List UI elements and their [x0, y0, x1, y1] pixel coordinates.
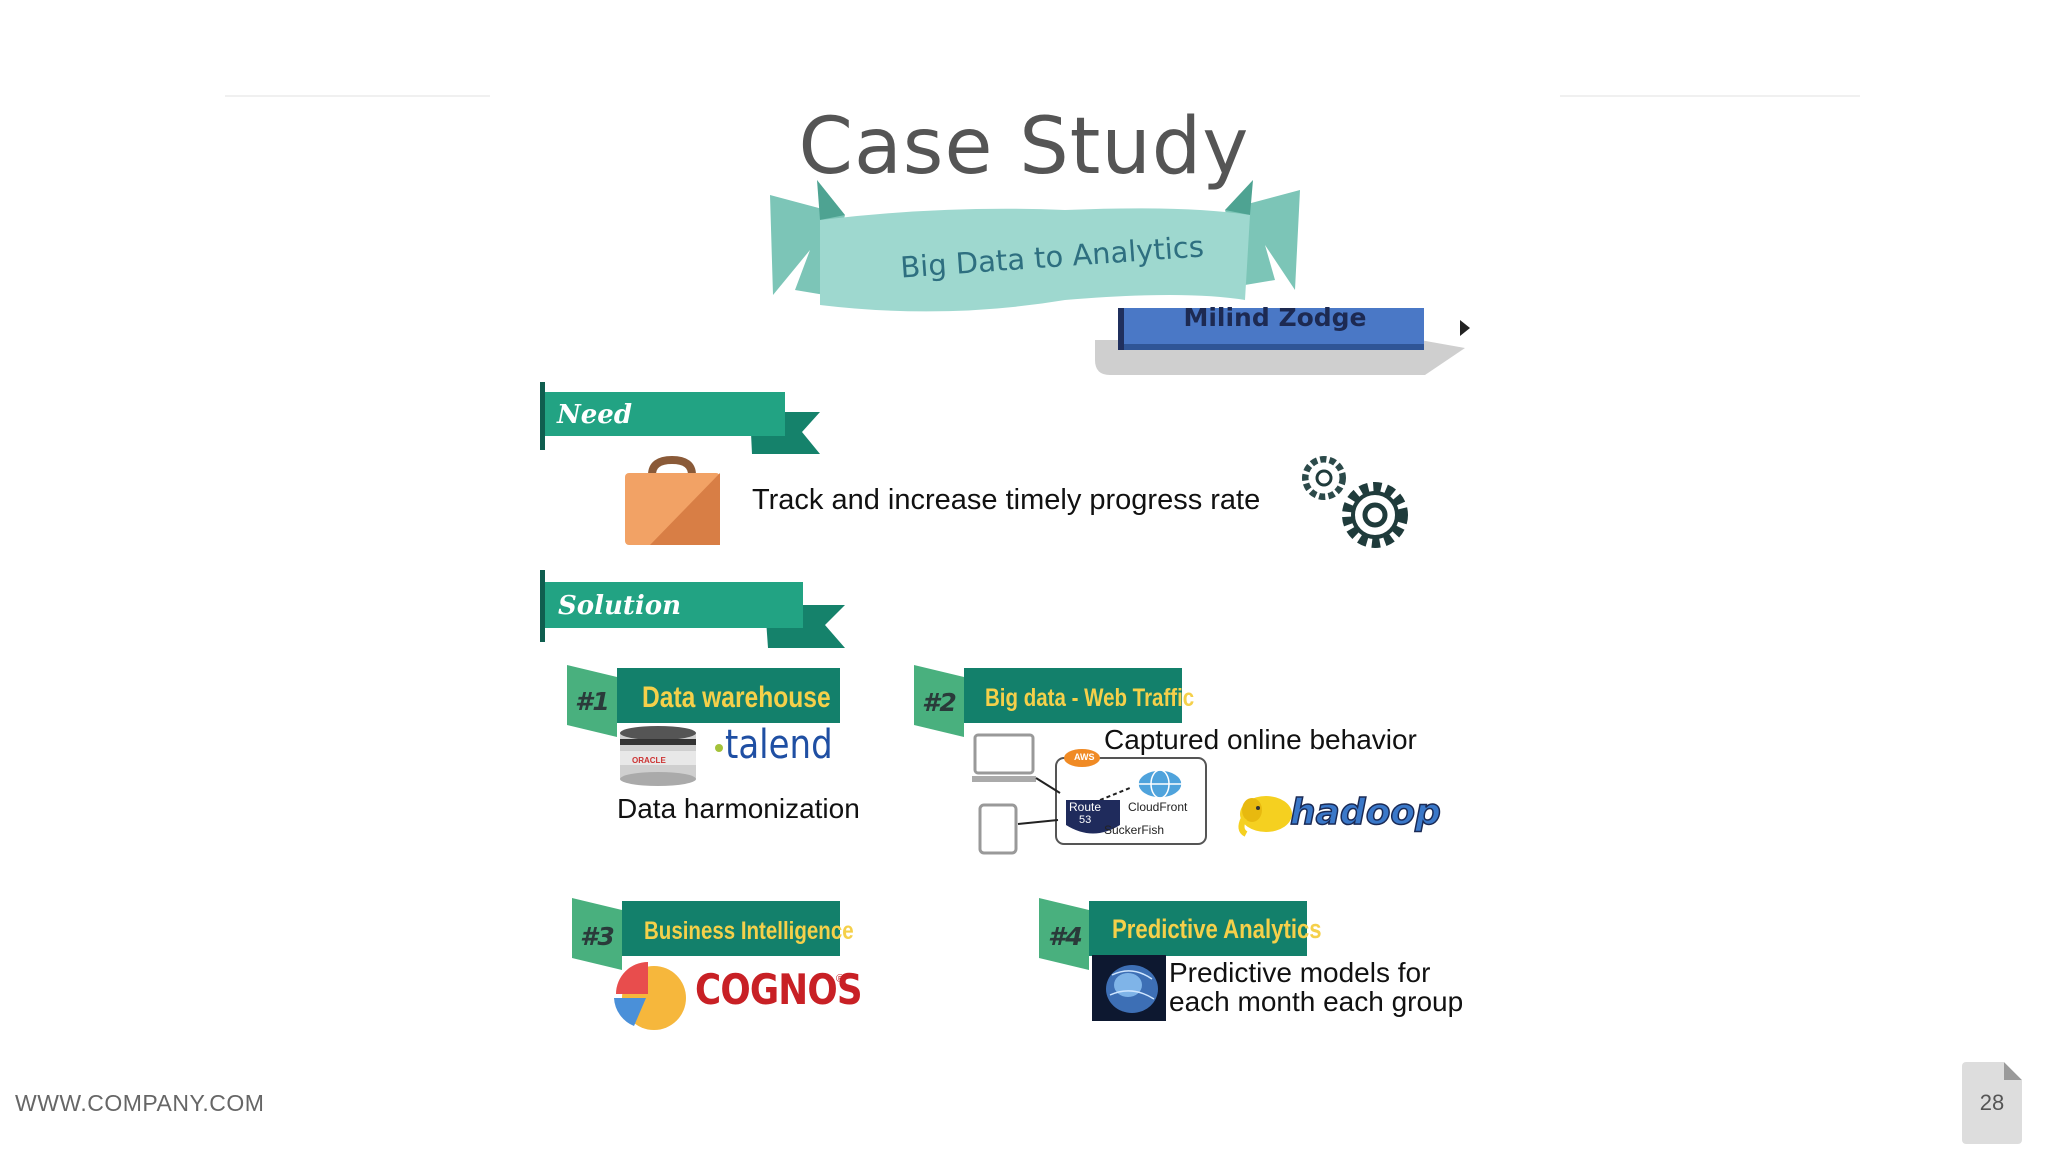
cognos-logo: COGNOS: [695, 965, 863, 1014]
route-label: Route: [1069, 800, 1102, 814]
database-icon: [620, 726, 696, 786]
top-rule-left: [225, 95, 490, 97]
pie-chart-icon: [614, 962, 686, 1030]
tag-3-title: Business Intelligence: [644, 917, 854, 945]
tag-2-banner: [914, 665, 1182, 737]
tag-4-title: Predictive Analytics: [1112, 914, 1322, 944]
tag-3-number: #3: [580, 922, 615, 951]
subtitle-ribbon: [770, 180, 1300, 312]
page-number: 28: [1979, 1090, 2005, 1115]
tag-2-title: Big data - Web Traffic: [985, 684, 1195, 712]
talend-logo: talend: [725, 722, 833, 768]
tag-1-banner: [567, 665, 840, 737]
gears-icon: [1302, 456, 1408, 548]
tag-1-caption: Data harmonization: [617, 793, 860, 824]
brain-image-icon: [1092, 955, 1166, 1021]
author-name: Milind Zodge: [1183, 303, 1367, 332]
cloudfront-label: CloudFront: [1128, 800, 1188, 814]
tag-2-number: #2: [922, 688, 957, 717]
slide-title: Case Study: [798, 102, 1250, 192]
briefcase-icon: [625, 455, 720, 545]
tag-4-caption-line2: each month each group: [1169, 986, 1464, 1017]
talend-dot: [715, 744, 723, 752]
top-rule-right: [1560, 95, 1860, 97]
page-corner-fold: [2004, 1062, 2022, 1080]
web-traffic-diagram: [972, 733, 1207, 855]
cognos-registered-mark: ®: [836, 973, 845, 985]
oracle-label: ORACLE: [632, 756, 666, 765]
tag-4-banner: [1039, 898, 1307, 970]
need-banner: [540, 382, 820, 454]
tag-3-banner: [572, 898, 840, 970]
hadoop-elephant-icon: [1238, 796, 1292, 837]
solution-label: Solution: [558, 591, 682, 621]
aws-label: AWS: [1074, 752, 1095, 762]
solution-banner: [540, 570, 845, 648]
tag-4-caption-line1: Predictive models for: [1169, 957, 1431, 988]
suckerfish-label: SuckerFish: [1104, 823, 1165, 837]
tag-1-number: #1: [575, 687, 610, 716]
need-text: Track and increase timely progress rate: [752, 484, 1261, 516]
need-label: Need: [557, 400, 633, 430]
footer-url: WWW.COMPANY.COM: [15, 1090, 265, 1116]
route-number-label: 53: [1079, 814, 1092, 826]
hadoop-logo: hadoop: [1289, 791, 1441, 834]
tag-4-number: #4: [1048, 922, 1083, 951]
tag-2-caption: Captured online behavior: [1104, 724, 1417, 755]
author-pencil-bar: [1095, 308, 1470, 375]
tag-1-title: Data warehouse: [642, 681, 831, 714]
